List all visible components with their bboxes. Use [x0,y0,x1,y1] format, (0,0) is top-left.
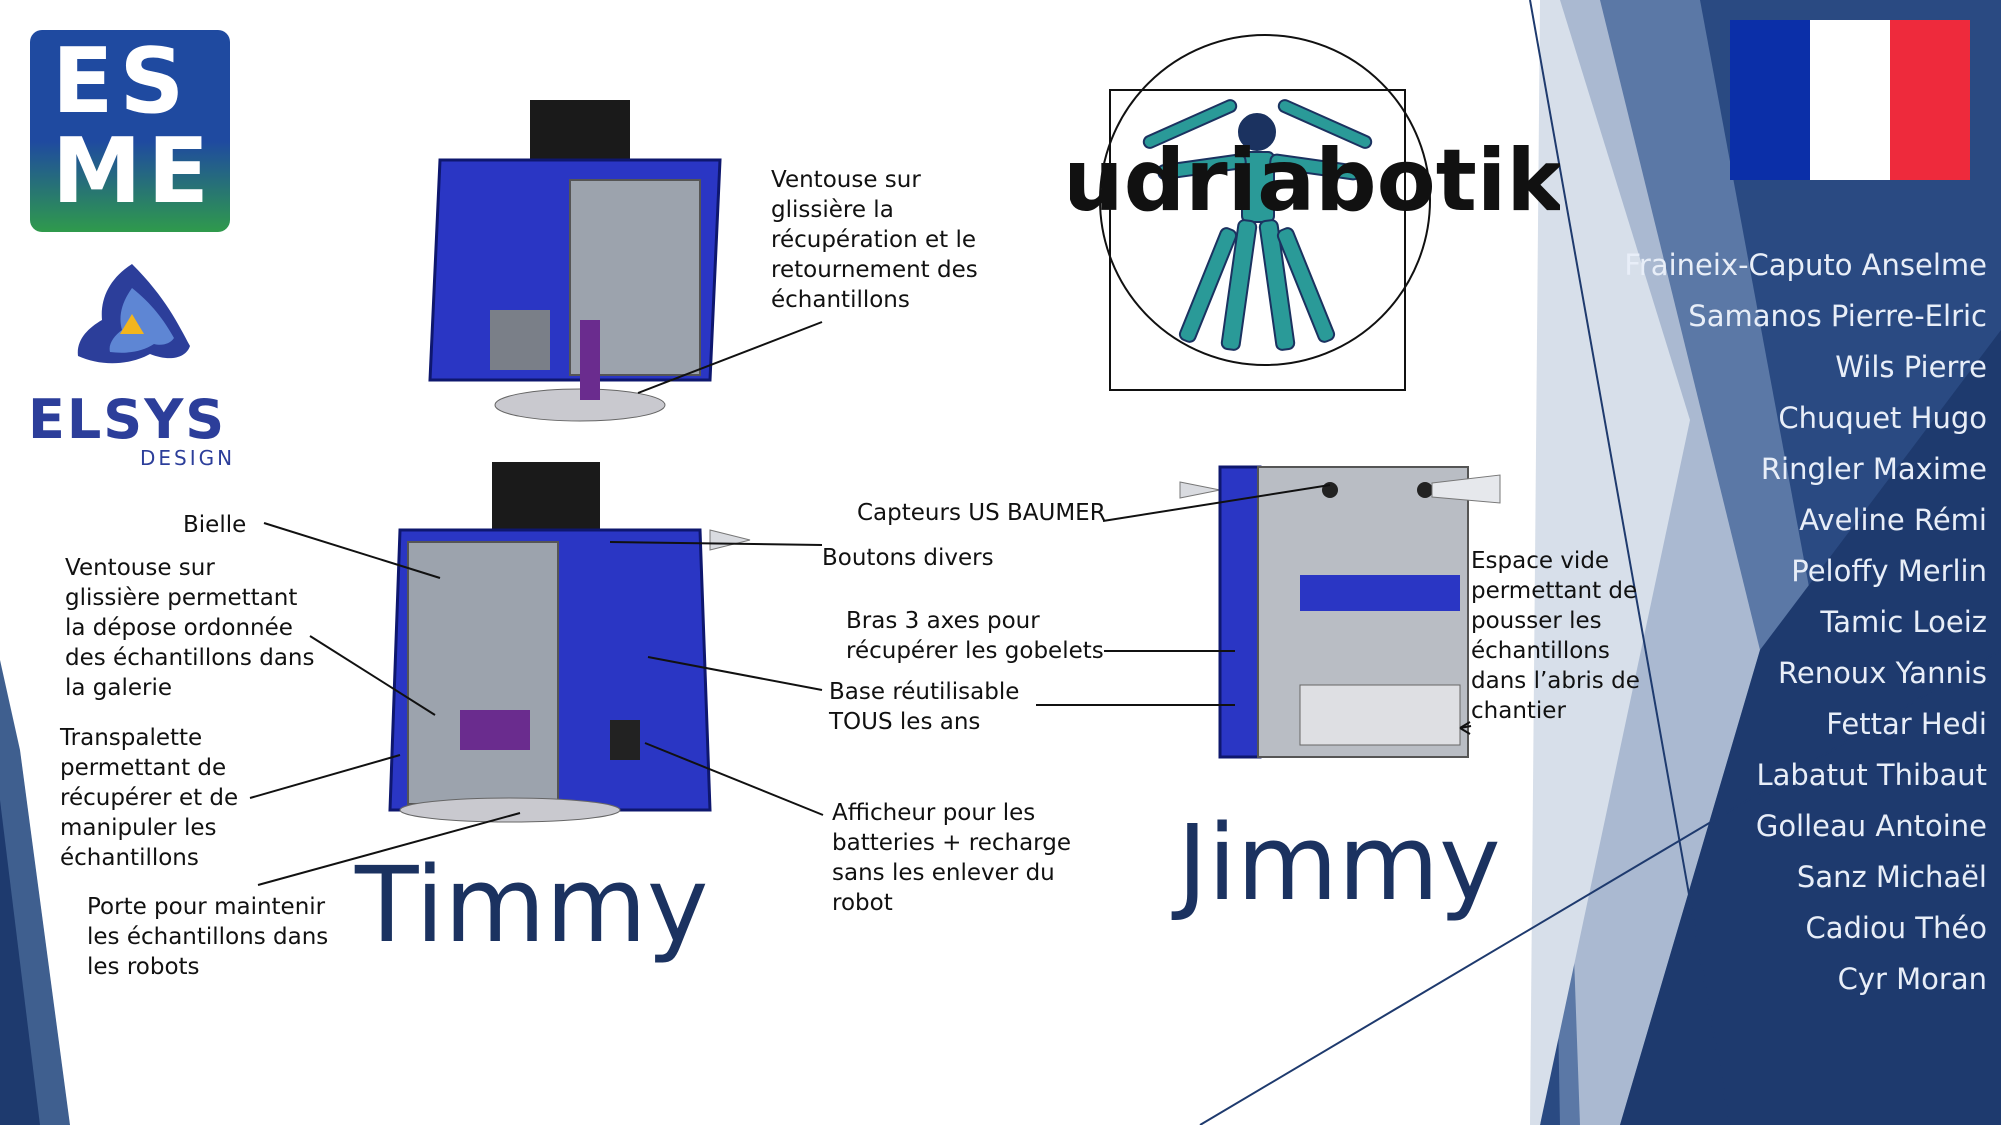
member-name: Sanz Michaël [1796,860,1987,894]
flag-blue-band [1730,20,1810,180]
robot-name-jimmy: Jimmy [1177,802,1501,924]
member-name: Golleau Antoine [1755,809,1987,843]
leader-transpalette [249,754,401,799]
member-name: Cyr Moran [1837,962,1987,996]
esme-logo-line1: ES [52,29,191,134]
member-name: Cadiou Théo [1805,911,1987,945]
robot-name-timmy: Timmy [355,844,709,966]
member-name: Peloffy Merlin [1791,554,1987,588]
right-panel-pale [1530,0,1690,1125]
esme-logo-line2: ME [52,119,216,224]
leader-afficheur [644,742,824,816]
timmy-top-view-image [428,100,722,422]
member-name: Wils Pierre [1835,350,1987,384]
member-name: Renoux Yannis [1778,656,1987,690]
elsys-logo-sub: DESIGN [140,446,236,470]
leader-porte [257,812,521,886]
label-capteurs: Capteurs US BAUMER [857,500,1106,526]
flag-red-band [1890,20,1970,180]
leader-capteurs [1102,484,1331,522]
label-afficheur: Afficheur pour les batteries + recharge … [832,800,1071,916]
diagonal-line-1 [1529,0,1731,1125]
left-corner-deep [0,800,40,1125]
member-name: Ringler Maxime [1760,452,1987,486]
diagonal-line-2 [1199,649,2001,1125]
elsys-emblem-icon [77,264,190,364]
jimmy-robot-image [1179,465,1501,759]
member-name: Fraineix-Caputo Anselme [1624,248,1987,282]
elsys-logo-name: ELSYS [28,388,227,451]
team-emblem-icon: Sudriabotik [1070,34,1560,391]
label-bielle: Bielle [183,512,247,538]
label-base: Base réutilisable TOUS les ans [829,679,1020,735]
label-bras: Bras 3 axes pour récupérer les gobelets [846,608,1104,664]
leader-boutons [609,541,823,546]
member-name: Chuquet Hugo [1778,401,1987,435]
label-ventouse-top: Ventouse sur glissière la récupération e… [771,167,978,313]
member-name: Tamic Loeiz [1820,605,1987,639]
label-espace: Espace vide permettant de pousser les éc… [1471,548,1640,724]
leader-ventouse-top [637,321,823,394]
leader-espace-arrow [1459,721,1471,735]
esme-logo: ES ME [30,30,230,232]
label-porte: Porte pour maintenir les échantillons da… [87,894,329,980]
label-transpalette: Transpalette permettant de récupérer et … [60,725,239,871]
member-name: Samanos Pierre-Elric [1688,299,1987,333]
french-flag-icon [1730,20,1970,180]
timmy-robot-image [388,462,751,823]
leader-ventouse-left [309,635,436,716]
team-logo-name: Sudriabotik [1070,131,1560,231]
leader-bielle [263,522,441,579]
member-name: Aveline Rémi [1799,503,1987,537]
member-name: Fettar Hedi [1826,707,1987,741]
label-ventouse-left: Ventouse sur glissière permettant la dép… [65,555,315,701]
flag-white-band [1810,20,1890,180]
leader-base-timmy [647,656,823,691]
right-panel-deep [1620,330,2001,1125]
member-name: Labatut Thibaut [1756,758,1987,792]
label-boutons: Boutons divers [822,545,994,571]
